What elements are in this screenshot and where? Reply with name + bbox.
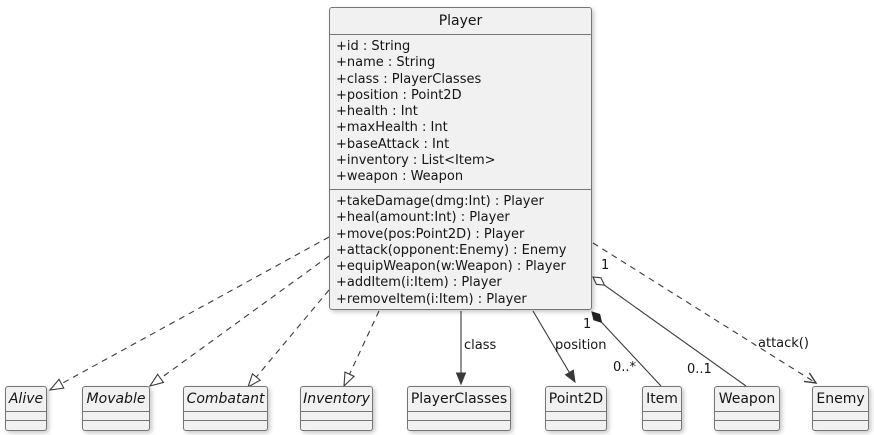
method: +removeItem(i:Item) : Player	[336, 291, 527, 307]
empty-attributes-compartment	[6, 412, 46, 421]
class-name-movable: Movable	[83, 387, 149, 412]
attribute: +id : String	[336, 39, 411, 54]
attribute: +name : String	[336, 55, 436, 71]
class-name-player: Player	[330, 8, 591, 35]
attribute: +baseAttack : Int	[336, 136, 450, 152]
class-box-weapon: Weapon	[714, 386, 780, 431]
class-name-alive: Alive	[6, 387, 46, 412]
label-item-source-multiplicity: 1	[583, 317, 592, 332]
class-box-item: Item	[642, 386, 682, 431]
composition-player-item	[591, 311, 662, 387]
association-player-point2d	[532, 310, 576, 384]
class-box-movable: Movable	[82, 386, 150, 431]
method: +attack(opponent:Enemy) : Enemy	[336, 242, 567, 258]
empty-attributes-compartment	[546, 412, 606, 421]
class-name-point2d: Point2D	[546, 387, 606, 412]
empty-attributes-compartment	[184, 412, 267, 421]
empty-attributes-compartment	[301, 412, 372, 421]
empty-methods-compartment	[813, 421, 868, 430]
attribute: +class : PlayerClasses	[336, 71, 482, 87]
method: +equipWeapon(w:Weapon) : Player	[336, 259, 566, 275]
attribute: +health : Int	[336, 104, 418, 120]
class-box-enemy: Enemy	[812, 386, 869, 431]
empty-methods-compartment	[715, 421, 779, 430]
aggregation-player-weapon	[593, 277, 747, 387]
class-name-playerclasses: PlayerClasses	[408, 387, 510, 412]
empty-attributes-compartment	[715, 412, 779, 421]
empty-attributes-compartment	[408, 412, 510, 421]
class-box-inventory: Inventory	[300, 386, 373, 431]
class-name-enemy: Enemy	[813, 387, 868, 412]
empty-methods-compartment	[546, 421, 606, 430]
player-attributes: +id : String +name : String +class : Pla…	[330, 35, 591, 190]
empty-methods-compartment	[643, 421, 681, 430]
class-box-player: Player +id : String +name : String +clas…	[329, 7, 592, 310]
class-box-alive: Alive	[5, 386, 47, 431]
empty-attributes-compartment	[83, 412, 149, 421]
label-weapon-source-multiplicity: 1	[601, 258, 610, 273]
class-box-combatant: Combatant	[183, 386, 268, 431]
empty-methods-compartment	[6, 421, 46, 430]
method: +move(pos:Point2D) : Player	[336, 226, 525, 242]
realization-player-combatant	[247, 289, 330, 389]
class-box-point2d: Point2D	[545, 386, 607, 431]
class-name-weapon: Weapon	[715, 387, 779, 412]
realization-player-movable	[148, 255, 330, 387]
label-class-association: class	[464, 338, 497, 353]
label-position-association: position	[555, 338, 607, 353]
method: +addItem(i:Item) : Player	[336, 275, 502, 291]
attribute: +maxHealth : Int	[336, 120, 448, 136]
method: +takeDamage(dmg:Int) : Player	[336, 194, 544, 209]
method: +heal(amount:Int) : Player	[336, 210, 510, 226]
empty-attributes-compartment	[813, 412, 868, 421]
class-name-item: Item	[643, 387, 681, 412]
empty-methods-compartment	[83, 421, 149, 430]
label-item-target-multiplicity: 0..*	[613, 360, 637, 375]
label-weapon-target-multiplicity: 0..1	[687, 362, 712, 377]
empty-attributes-compartment	[643, 412, 681, 421]
empty-methods-compartment	[408, 421, 510, 430]
class-name-inventory: Inventory	[301, 387, 372, 412]
realization-player-alive	[48, 236, 330, 391]
attribute: +weapon : Weapon	[336, 169, 464, 185]
attribute: +position : Point2D	[336, 87, 462, 103]
class-name-combatant: Combatant	[184, 387, 267, 412]
attribute: +inventory : List<Item>	[336, 153, 496, 169]
class-box-playerclasses: PlayerClasses	[407, 386, 511, 431]
player-methods: +takeDamage(dmg:Int) : Player +heal(amou…	[330, 190, 591, 311]
empty-methods-compartment	[184, 421, 267, 430]
empty-methods-compartment	[301, 421, 372, 430]
label-attack-dependency: attack()	[758, 336, 809, 351]
realization-player-inventory	[343, 310, 380, 388]
